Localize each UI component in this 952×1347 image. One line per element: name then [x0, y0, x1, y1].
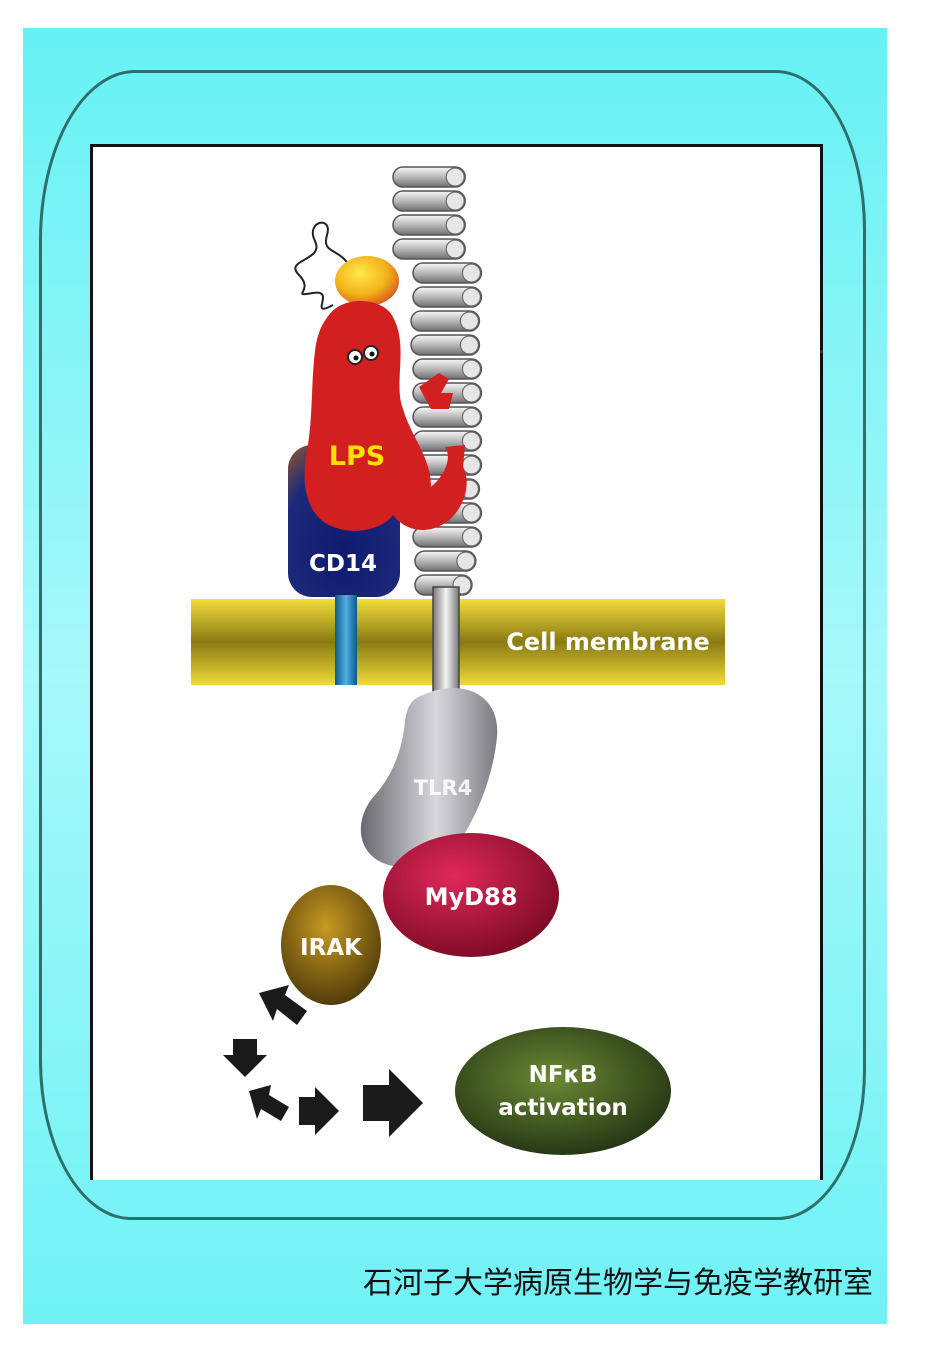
- tlr4-transmembrane-domain: [432, 586, 460, 698]
- lrr-coil-end-11: [461, 407, 481, 427]
- footer-institution-text: 石河子大学病原生物学与免疫学教研室: [363, 1266, 873, 1301]
- lrr-coil-end-7: [459, 311, 479, 331]
- stray-dot: [820, 350, 823, 353]
- activation-label: activation: [498, 1095, 628, 1121]
- cascade-arrow-5: [363, 1069, 423, 1137]
- lps-molecule: [304, 300, 467, 531]
- lps-lipid-tail: [294, 221, 352, 310]
- lrr-coil-end-10: [461, 383, 481, 403]
- lps-pupil-right: [369, 351, 375, 357]
- tlr4-label: TLR4: [414, 776, 473, 800]
- lrr-coil-end-1: [445, 167, 465, 187]
- irak-label: IRAK: [300, 935, 363, 961]
- lps-binding-protein: [335, 256, 399, 306]
- cascade-arrow-2: [223, 1039, 267, 1077]
- lps-pupil-left: [353, 355, 359, 361]
- lrr-coil-end-12: [461, 431, 481, 451]
- lrr-coil-end-9: [461, 359, 481, 379]
- lrr-coil-end-3: [445, 215, 465, 235]
- rounded-frame: [39, 70, 866, 1220]
- nfkb-activation-oval: [455, 1027, 671, 1155]
- lrr-coil-end-6: [461, 287, 481, 307]
- cascade-arrow-4: [299, 1087, 339, 1135]
- myd88-label: MyD88: [425, 883, 518, 911]
- pathway-diagram-svg: CD14 LPS Cell membrane TLR4 MyD88: [191, 166, 725, 1155]
- cd14-stalk-through-membrane: [335, 599, 357, 685]
- signal-cascade-arrows: [223, 985, 423, 1137]
- lrr-coil-end-4: [445, 239, 465, 259]
- lrr-coil-end-5: [461, 263, 481, 283]
- irak-protein: [281, 885, 381, 1005]
- nfkb-label: NFκB: [529, 1062, 598, 1088]
- tlr4-intracellular-domain: [360, 688, 498, 868]
- cascade-arrow-1: [259, 985, 307, 1025]
- lrr-coil-end-13: [461, 455, 481, 475]
- lrr-coil-end-16: [461, 527, 481, 547]
- lrr-coil-end-2: [445, 191, 465, 211]
- lrr-coil-end-15: [461, 503, 481, 523]
- cascade-arrow-3: [249, 1085, 289, 1121]
- lrr-coil-end-8: [459, 335, 479, 355]
- cd14-label: CD14: [309, 551, 377, 577]
- cell-membrane-label: Cell membrane: [506, 628, 710, 656]
- slide-background: CD14 LPS Cell membrane TLR4 MyD88: [23, 28, 887, 1324]
- myd88-protein: [383, 833, 559, 957]
- lps-label: LPS: [329, 441, 385, 472]
- lps-hand: [419, 373, 453, 409]
- tlr4-signaling-figure: CD14 LPS Cell membrane TLR4 MyD88: [90, 144, 823, 1180]
- lrr-coil-end-17: [456, 551, 476, 571]
